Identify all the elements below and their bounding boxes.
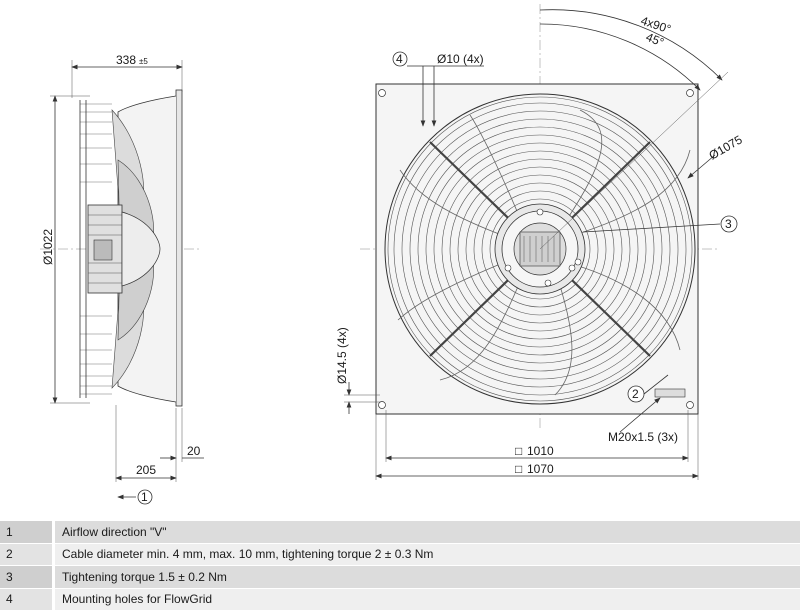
dim-205: 205 (136, 463, 156, 477)
side-view: 338 ±5 Ø1022 (40, 53, 204, 504)
overall-depth-tolerance: ±5 (139, 57, 148, 66)
front-view: 4x90° 45° 4 Ø10 (4x) Ø1075 3 2 M20x1.5 (… (335, 4, 745, 480)
thread-dim: M20x1.5 (3x) (608, 430, 678, 444)
mount-hole-dim: Ø14.5 (4x) (335, 327, 349, 384)
legend-table: 1 Airflow direction "V" 2 Cable diameter… (0, 521, 800, 607)
callout-4-label: 4 (396, 52, 403, 66)
legend-text: Cable diameter min. 4 mm, max. 10 mm, ti… (55, 547, 433, 561)
dim-1070: 1070 (527, 462, 554, 476)
legend-row: 2 Cable diameter min. 4 mm, max. 10 mm, … (0, 544, 800, 567)
flowgrid-holes-dim: Ø10 (4x) (437, 52, 484, 66)
legend-text: Tightening torque 1.5 ± 0.2 Nm (55, 570, 227, 584)
legend-row: 1 Airflow direction "V" (0, 521, 800, 544)
callout-3-label: 3 (725, 217, 732, 231)
square-symbol-1010: □ (515, 444, 522, 458)
legend-row: 4 Mounting holes for FlowGrid (0, 589, 800, 611)
callout-1-label: 1 (141, 490, 148, 504)
technical-drawing: 338 ±5 Ø1022 (0, 0, 800, 520)
dim-20: 20 (187, 444, 201, 458)
square-symbol-1070: □ (515, 462, 522, 476)
side-diameter-dim: Ø1022 (41, 229, 55, 265)
legend-row: 3 Tightening torque 1.5 ± 0.2 Nm (0, 566, 800, 589)
guard-diameter-dim: Ø1075 (707, 132, 745, 162)
callout-2-label: 2 (632, 387, 639, 401)
legend-text: Mounting holes for FlowGrid (55, 592, 212, 606)
legend-num: 3 (0, 566, 55, 588)
dim-1010: 1010 (527, 444, 554, 458)
legend-text: Airflow direction "V" (55, 525, 167, 539)
overall-depth-dim: 338 (116, 53, 136, 67)
legend-num: 1 (0, 521, 55, 543)
legend-num: 2 (0, 544, 55, 566)
